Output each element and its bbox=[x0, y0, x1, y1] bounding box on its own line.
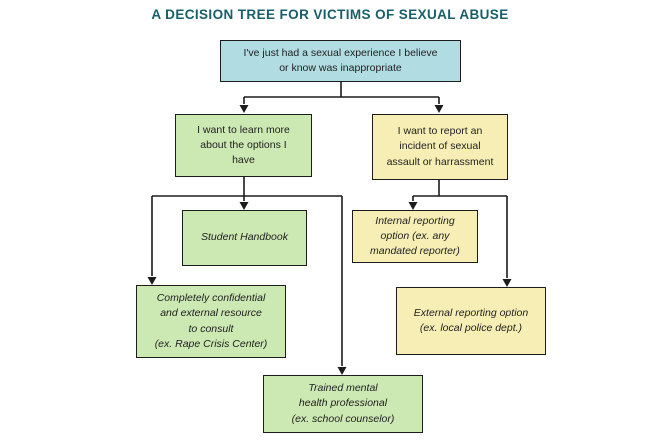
node-internal-reporting: Internal reporting option (ex. any manda… bbox=[352, 210, 478, 263]
node-student-handbook: Student Handbook bbox=[182, 210, 307, 266]
page-title: A DECISION TREE FOR VICTIMS OF SEXUAL AB… bbox=[151, 7, 509, 22]
node-mental-health-professional: Trained mental health professional (ex. … bbox=[263, 375, 423, 433]
node-learn-options: I want to learn more about the options I… bbox=[175, 114, 312, 177]
node-confidential-resource: Completely confidential and external res… bbox=[136, 285, 286, 358]
node-root: I've just had a sexual experience I beli… bbox=[220, 40, 461, 82]
node-external-reporting: External reporting option (ex. local pol… bbox=[396, 287, 546, 355]
node-report-incident: I want to report an incident of sexual a… bbox=[372, 114, 508, 180]
